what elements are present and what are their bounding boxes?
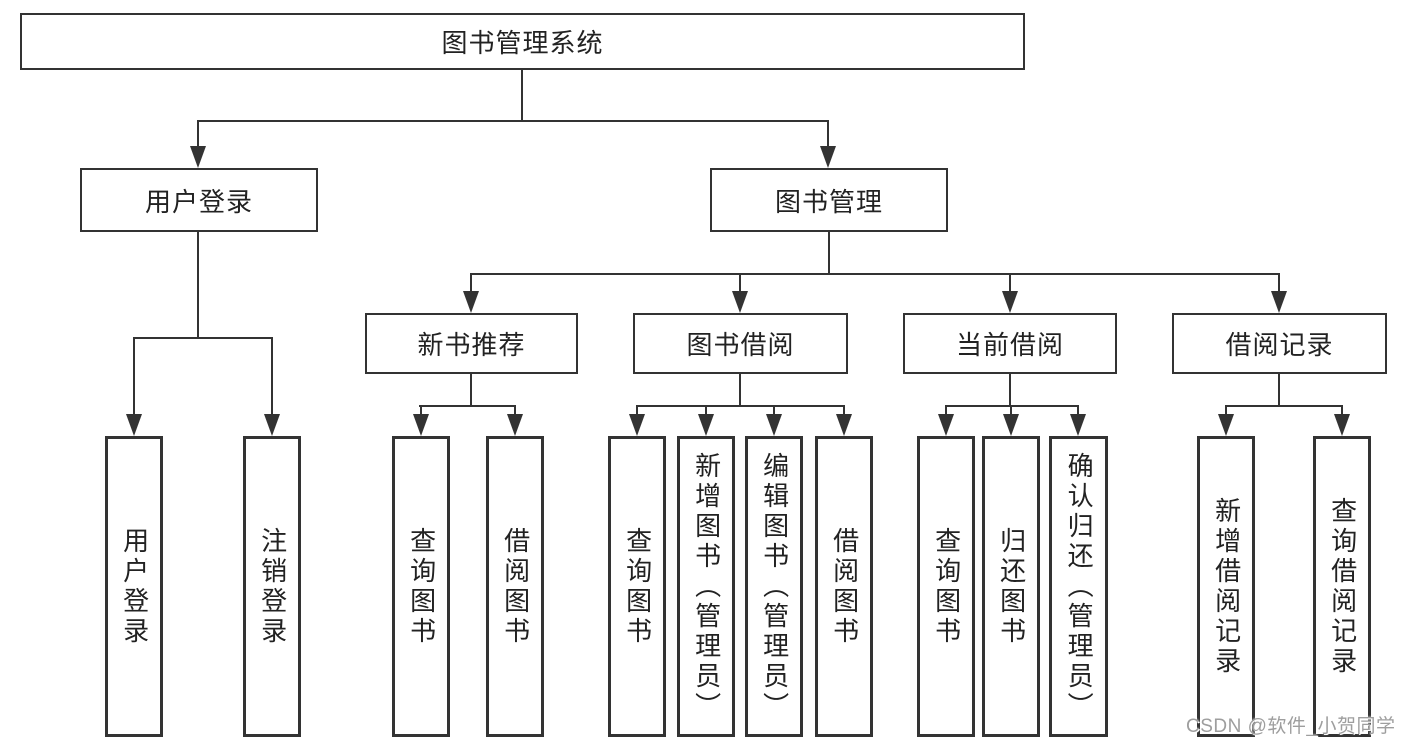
connector-newbook-horizontal xyxy=(419,405,516,407)
node-leaf-label: 归还图书 xyxy=(996,526,1027,647)
connector-stub xyxy=(1341,405,1343,415)
node-leaf-label: 查询图书 xyxy=(931,526,962,647)
node-leaf-return-book: 归还图书 xyxy=(982,436,1040,737)
node-leaf-add-borrow-record: 新增借阅记录 xyxy=(1197,436,1255,737)
arrowhead-down-icon xyxy=(629,414,645,436)
connector-stub xyxy=(773,405,775,415)
node-leaf-add-book-admin: 新增图书（管理员） xyxy=(677,436,735,737)
connector-stub xyxy=(705,405,707,415)
node-leaf-user-login: 用户登录 xyxy=(105,436,163,737)
connector-root-horizontal xyxy=(197,120,829,122)
node-leaf-label: 查询图书 xyxy=(622,526,653,647)
connector-borrowrecords-vertical xyxy=(1278,374,1280,405)
connector-newbook-vertical xyxy=(470,374,472,405)
node-leaf-label: 查询图书 xyxy=(406,526,437,647)
node-leaf-confirm-return-admin: 确认归还（管理员） xyxy=(1049,436,1108,737)
node-leaf-user-login-label: 用户登录 xyxy=(119,526,150,647)
node-leaf-label: 编辑图书（管理员） xyxy=(759,451,790,722)
connector-stub xyxy=(514,405,516,415)
arrowhead-down-icon xyxy=(766,414,782,436)
node-user-login: 用户登录 xyxy=(80,168,318,232)
node-current-borrow-label: 当前借阅 xyxy=(955,330,1064,360)
node-user-login-label: 用户登录 xyxy=(144,186,253,217)
connector-stub-new-book xyxy=(470,273,472,292)
connector-stub xyxy=(420,405,422,415)
connector-root-vertical xyxy=(521,70,523,120)
connector-stub-book-management xyxy=(827,120,829,147)
node-leaf-query-books-recommend: 查询图书 xyxy=(392,436,450,737)
connector-stub xyxy=(843,405,845,415)
arrowhead-down-icon xyxy=(1070,414,1086,436)
arrowhead-down-icon xyxy=(463,291,479,313)
arrowhead-down-icon xyxy=(1334,414,1350,436)
node-new-book-recommend: 新书推荐 xyxy=(365,313,578,374)
arrowhead-down-icon xyxy=(1002,291,1018,313)
node-leaf-edit-book-admin: 编辑图书（管理员） xyxy=(745,436,803,737)
arrowhead-down-icon xyxy=(413,414,429,436)
csdn-watermark: CSDN @软件_小贺同学 xyxy=(1186,716,1396,737)
node-leaf-label: 借阅图书 xyxy=(829,526,860,647)
node-leaf-label: 新增借阅记录 xyxy=(1211,496,1242,677)
node-root: 图书管理系统 xyxy=(20,13,1025,70)
node-leaf-logout: 注销登录 xyxy=(243,436,301,737)
arrowhead-down-icon xyxy=(836,414,852,436)
arrowhead-down-icon xyxy=(264,414,280,436)
node-borrow-records: 借阅记录 xyxy=(1172,313,1387,374)
arrowhead-down-icon xyxy=(1003,414,1019,436)
arrowhead-down-icon xyxy=(1218,414,1234,436)
node-book-borrow-label: 图书借阅 xyxy=(686,330,795,360)
connector-bookborrow-horizontal xyxy=(636,405,845,407)
node-leaf-borrow-book-recommend: 借阅图书 xyxy=(486,436,544,737)
connector-stub xyxy=(945,405,947,415)
node-leaf-label: 确认归还（管理员） xyxy=(1064,451,1095,722)
node-leaf-borrow-book: 借阅图书 xyxy=(815,436,873,737)
connector-userlogin-horizontal xyxy=(133,337,273,339)
node-leaf-label: 新增图书（管理员） xyxy=(691,451,722,722)
connector-stub-user-login xyxy=(197,120,199,147)
connector-bookborrow-vertical xyxy=(739,374,741,405)
connector-stub-borrow-records xyxy=(1278,273,1280,292)
arrowhead-down-icon xyxy=(1271,291,1287,313)
node-current-borrow: 当前借阅 xyxy=(903,313,1117,374)
node-book-borrow: 图书借阅 xyxy=(633,313,848,374)
node-book-management-label: 图书管理 xyxy=(774,186,883,217)
connector-stub-login-leaf xyxy=(133,337,135,415)
arrowhead-down-icon xyxy=(820,146,836,168)
arrowhead-down-icon xyxy=(732,291,748,313)
node-book-management: 图书管理 xyxy=(710,168,948,232)
connector-userlogin-vertical xyxy=(197,232,199,337)
connector-stub xyxy=(1010,405,1012,415)
arrowhead-down-icon xyxy=(698,414,714,436)
node-leaf-logout-label: 注销登录 xyxy=(257,526,288,647)
arrowhead-down-icon xyxy=(507,414,523,436)
connector-currentborrow-horizontal xyxy=(945,405,1079,407)
node-root-label: 图书管理系统 xyxy=(441,28,604,58)
node-leaf-query-books-current: 查询图书 xyxy=(917,436,975,737)
connector-level3-horizontal xyxy=(470,273,1280,275)
connector-stub xyxy=(1225,405,1227,415)
connector-stub-book-borrow xyxy=(739,273,741,292)
connector-stub xyxy=(636,405,638,415)
node-new-book-recommend-label: 新书推荐 xyxy=(417,330,526,360)
node-borrow-records-label: 借阅记录 xyxy=(1225,330,1334,360)
node-leaf-label: 借阅图书 xyxy=(500,526,531,647)
arrowhead-down-icon xyxy=(126,414,142,436)
connector-currentborrow-vertical xyxy=(1009,374,1011,405)
arrowhead-down-icon xyxy=(938,414,954,436)
arrowhead-down-icon xyxy=(190,146,206,168)
connector-stub xyxy=(1077,405,1079,415)
connector-stub-current-borrow xyxy=(1009,273,1011,292)
node-leaf-label: 查询借阅记录 xyxy=(1327,496,1358,677)
connector-borrowrecords-horizontal xyxy=(1225,405,1343,407)
node-leaf-query-borrow-record: 查询借阅记录 xyxy=(1313,436,1371,737)
node-leaf-query-books-borrow: 查询图书 xyxy=(608,436,666,737)
connector-bookmgmt-vertical xyxy=(828,232,830,273)
connector-stub-logout-leaf xyxy=(271,337,273,415)
